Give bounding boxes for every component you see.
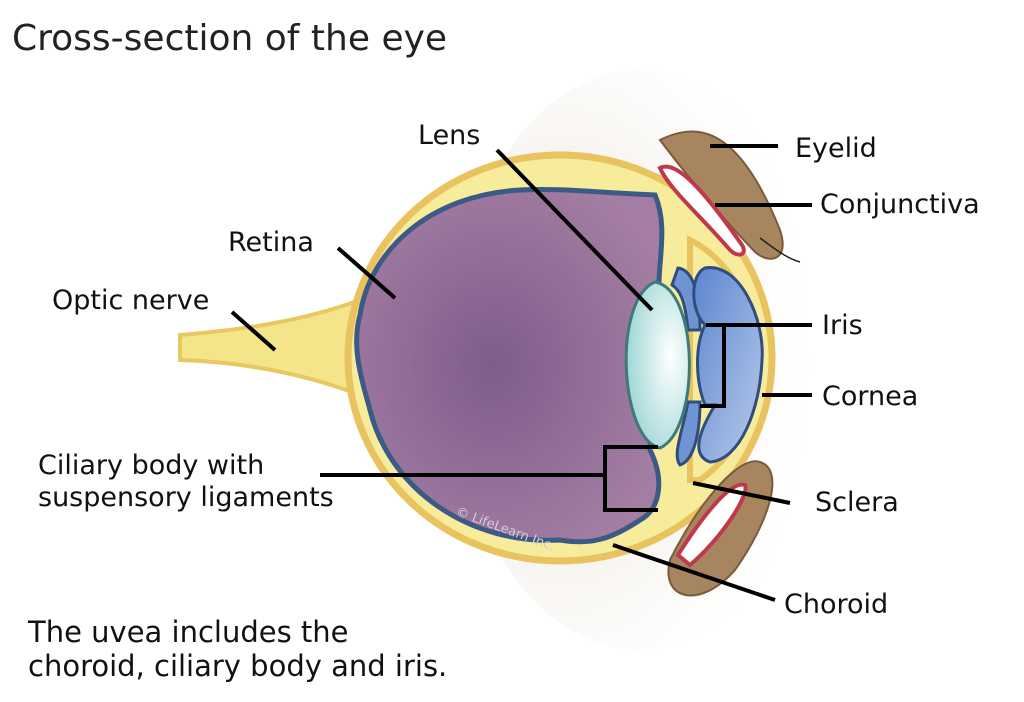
label-optic-nerve: Optic nerve (52, 285, 209, 316)
label-ciliary-line2: suspensory ligaments (38, 482, 334, 513)
anterior-chamber (692, 266, 764, 464)
diagram-title: Cross-section of the eye (12, 18, 447, 59)
label-retina: Retina (228, 227, 314, 258)
lens (624, 280, 691, 450)
label-ciliary-line1: Ciliary body with (38, 450, 264, 481)
optic-nerve-leader (230, 310, 277, 352)
note-line2: choroid, ciliary body and iris. (28, 649, 447, 683)
ciliary-bracket (603, 445, 658, 512)
label-choroid: Choroid (784, 589, 888, 620)
note-line1: The uvea includes the (27, 615, 349, 649)
leader-lines (230, 144, 812, 602)
label-sclera: Sclera (815, 487, 899, 518)
upper-conjunctiva (657, 164, 746, 257)
retina-leader (336, 246, 397, 300)
label-cornea: Cornea (822, 381, 918, 412)
iris-upper (670, 266, 702, 332)
iris-bracket (700, 325, 726, 408)
label-eyelid: Eyelid (795, 133, 877, 164)
eyelashes (759, 237, 801, 263)
vitreous-choroid (354, 186, 665, 545)
label-iris: Iris (822, 310, 863, 341)
lower-conjunctiva (675, 482, 748, 568)
iris-lower (675, 400, 702, 467)
label-lens: Lens (418, 120, 480, 151)
choroid-leader (612, 543, 776, 602)
label-conjunctiva: Conjunctiva (820, 189, 980, 220)
sclera-leader (692, 481, 791, 505)
lens-leader (495, 148, 654, 312)
